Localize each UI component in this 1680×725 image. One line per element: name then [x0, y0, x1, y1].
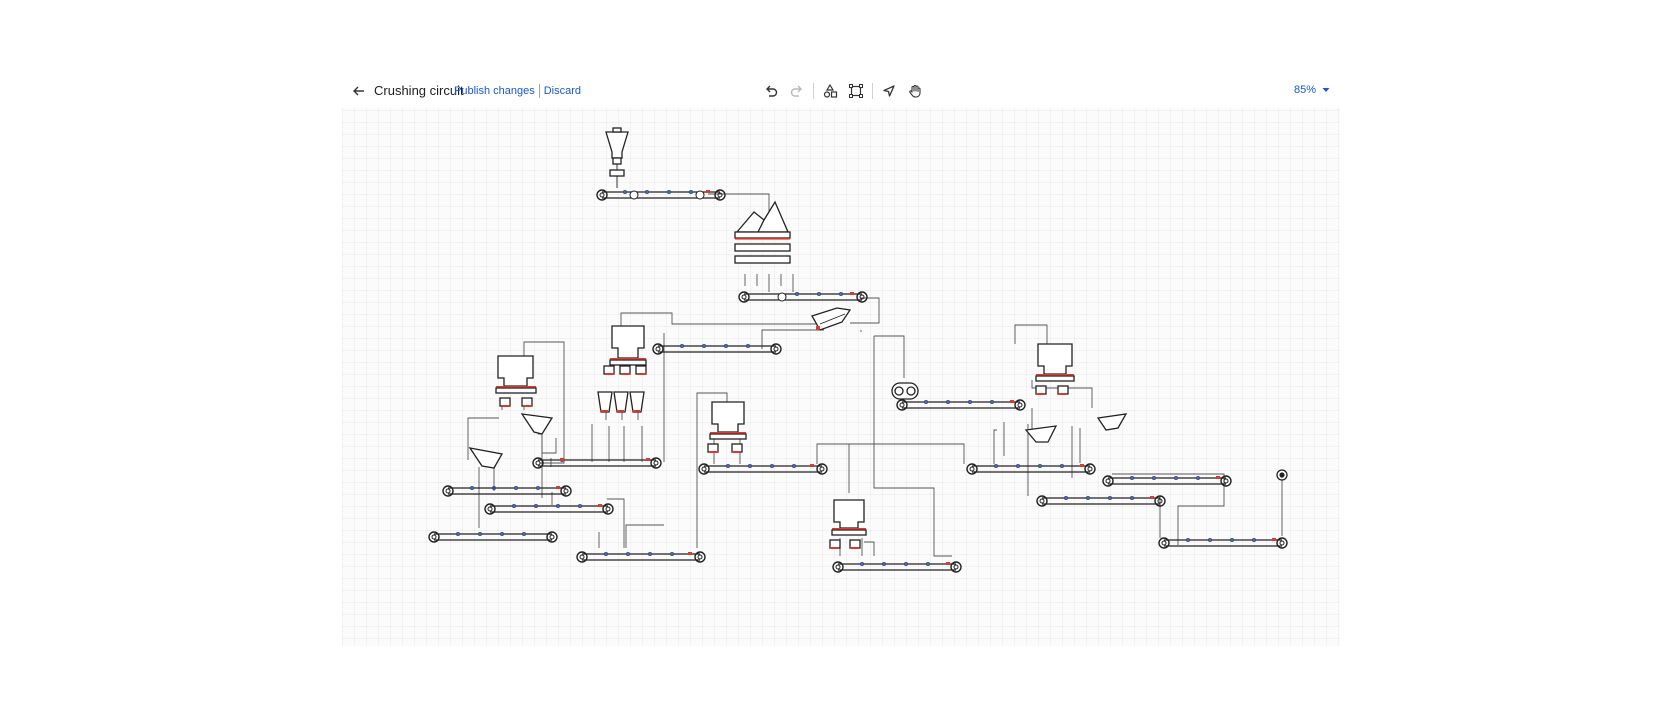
change-actions: Publish changes Discard	[454, 84, 581, 98]
undo-icon	[766, 85, 778, 97]
undo-button[interactable]	[760, 80, 782, 102]
flowsheet-canvas[interactable]	[342, 108, 1340, 646]
conveyor-1	[596, 189, 726, 201]
editor-window: Crushing circuit Publish changes Discard	[342, 74, 1340, 646]
shapes-icon	[823, 83, 838, 98]
publish-changes-button[interactable]: Publish changes	[454, 85, 535, 97]
caret-down-icon	[1322, 88, 1330, 92]
primary-crusher[interactable]	[734, 200, 791, 264]
conveyor-8	[576, 551, 706, 563]
hand-button[interactable]	[904, 80, 926, 102]
roll-crusher[interactable]	[891, 382, 919, 400]
toolbar-divider	[872, 83, 873, 99]
pointer-button[interactable]	[878, 80, 900, 102]
conveyor-6	[484, 503, 614, 515]
conveyor-13	[1102, 475, 1232, 487]
back-button[interactable]	[350, 82, 368, 100]
cone-crusher-left[interactable]	[468, 355, 554, 469]
conveyor-7	[428, 531, 558, 543]
conveyor-5	[442, 485, 572, 497]
connection-lines	[467, 193, 1283, 557]
pointer-icon	[883, 85, 895, 97]
ports	[455, 189, 1257, 567]
redo-button[interactable]	[786, 80, 808, 102]
frame-select-icon	[849, 84, 863, 98]
conveyor-3	[652, 343, 782, 355]
discard-button[interactable]: Discard	[543, 85, 582, 97]
conveyor-10	[832, 561, 962, 573]
belt-scales	[629, 190, 787, 302]
arrow-left-icon	[353, 86, 364, 96]
actions-divider	[538, 84, 540, 98]
redo-icon	[790, 85, 802, 97]
cone-crusher-bottom[interactable]	[829, 499, 867, 549]
page-title: Crushing circuit	[374, 83, 464, 98]
zoom-dropdown[interactable]: 85%	[1294, 84, 1330, 96]
conveyor-2	[738, 291, 868, 303]
cone-crusher-center[interactable]	[597, 325, 647, 413]
conveyor-14	[1036, 495, 1166, 507]
zoom-level: 85%	[1293, 84, 1316, 96]
conveyor-11	[896, 399, 1026, 411]
output-terminal[interactable]	[1276, 469, 1288, 481]
toolbar	[758, 80, 928, 102]
feed-hopper[interactable]	[605, 127, 629, 188]
connector-markers	[496, 190, 1276, 565]
hand-icon	[909, 84, 921, 98]
shapes-button[interactable]	[819, 80, 841, 102]
top-bar: Crushing circuit Publish changes Discard	[342, 74, 1340, 108]
conveyor-15	[1158, 537, 1288, 549]
conveyor-12	[966, 463, 1096, 475]
toolbar-divider	[813, 83, 814, 99]
conveyor-4	[532, 457, 662, 469]
cone-crusher-mid[interactable]	[707, 401, 747, 453]
conveyor-9	[698, 463, 828, 475]
frame-select-button[interactable]	[845, 80, 867, 102]
